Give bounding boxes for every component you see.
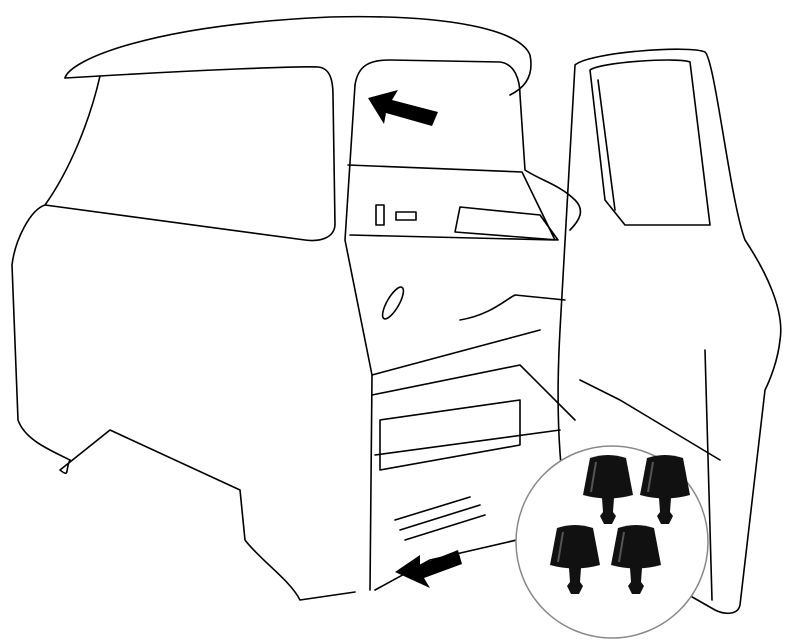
rubber-bumper: [640, 455, 690, 524]
bumper-inset: [515, 445, 709, 639]
rubber-bumper: [611, 525, 661, 594]
rubber-bumper: [583, 455, 633, 524]
arrow-lower-door-icon: [395, 550, 462, 588]
rubber-bumper: [550, 525, 600, 594]
arrow-upper-door-icon: [368, 90, 438, 126]
cab-body: [11, 15, 582, 601]
